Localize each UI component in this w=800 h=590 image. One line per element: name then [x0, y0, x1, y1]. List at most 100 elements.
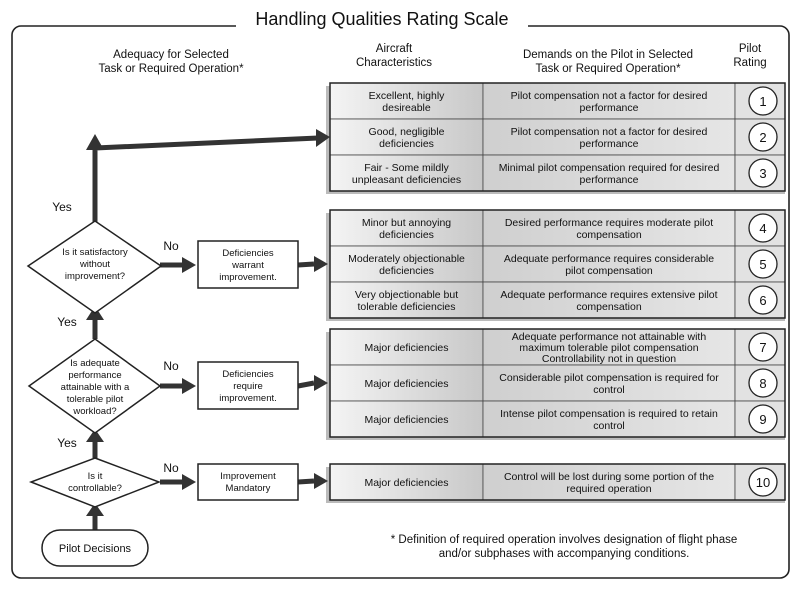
decision-adequate-line5: workload? [72, 406, 116, 417]
result-warrant-line3: improvement. [219, 272, 277, 283]
arrowhead-to-result2 [182, 378, 196, 394]
result-box-warrant-frame [197, 240, 299, 289]
footnote: * Definition of required operation invol… [391, 534, 738, 560]
decision-adequate-line4: tolerable pilot [67, 394, 124, 405]
demands-text: Minimal pilot compensation required for … [499, 162, 720, 174]
demands-text: Controllability not in question [542, 353, 676, 365]
result-box-require-frame [197, 361, 299, 410]
result-warrant-line1: Deficiencies [222, 248, 273, 259]
result-mandatory-line2: Mandatory [226, 483, 271, 494]
decision-satisfactory-line3: improvement? [65, 271, 125, 282]
yes-label-controllable: Yes [57, 436, 77, 450]
decision-adequate-line1: Is adequate [70, 358, 120, 369]
arrowhead-to-result3 [182, 474, 196, 490]
decision-controllable-line2: controllable? [68, 483, 122, 494]
yes-label-satisfactory: Yes [52, 200, 72, 214]
demands-text: Adequate performance requires considerab… [504, 253, 714, 265]
flow-arrowheads [86, 129, 330, 516]
characteristics-text: Good, negligible [369, 126, 445, 138]
connector-result1-to-group2 [297, 261, 315, 268]
characteristics-text: Very objectionable but [355, 289, 458, 301]
diagram-title: Handling Qualities Rating Scale [255, 9, 508, 29]
rating-circle [748, 122, 778, 152]
rating-circle [748, 158, 778, 188]
result-require-line3: improvement. [219, 393, 277, 404]
rating-number: 2 [759, 130, 766, 145]
characteristics-text: Moderately objectionable [348, 253, 465, 265]
characteristics-text: Major deficiencies [364, 378, 448, 390]
characteristics-text: unpleasant deficiencies [352, 174, 461, 186]
characteristics-text: Major deficiencies [364, 477, 448, 489]
arrowhead-to-group1 [316, 129, 330, 147]
result-box-mandatory-frame [197, 463, 299, 501]
characteristics-text: deficiencies [379, 265, 434, 277]
demands-text: performance [580, 174, 639, 186]
header-demands-line1: Demands on the Pilot in Selected [523, 49, 693, 61]
connector-result3-to-group4 [297, 478, 315, 485]
rating-circle [748, 213, 778, 243]
demands-text: control [593, 384, 625, 396]
header-aircraft-line1: Aircraft [376, 43, 413, 55]
header-adequacy: Adequacy for Selected Task or Required O… [98, 49, 244, 75]
demands-text: Desired performance requires moderate pi… [505, 217, 713, 229]
demands-text: Intense pilot compensation is required t… [500, 408, 718, 420]
result-box-require: Deficiencies require improvement. [197, 361, 299, 410]
pilot-decisions-start: Pilot Decisions [41, 529, 149, 567]
rating-circle [748, 86, 778, 116]
demands-cell [482, 154, 736, 192]
header-aircraft: Aircraft Characteristics [356, 43, 432, 69]
decision-controllable: Is it controllable? [28, 457, 162, 508]
pilot-decisions-pill [41, 529, 149, 567]
demands-text: compensation [576, 229, 642, 241]
no-label-controllable: No [163, 461, 179, 475]
demands-cell [482, 245, 736, 283]
rating-number: 4 [759, 221, 766, 236]
no-label-satisfactory: No [163, 239, 179, 253]
header-rating-line1: Pilot [739, 43, 762, 55]
rating-group-border [329, 209, 786, 319]
pilot-decisions-label: Pilot Decisions [59, 543, 132, 555]
decision-controllable-line1: Is it [88, 471, 103, 482]
rating-group-border [329, 463, 786, 501]
footnote-line2: and/or subphases with accompanying condi… [439, 548, 690, 560]
header-demands-line2: Task or Required Operation* [535, 63, 681, 75]
demands-text: required operation [566, 483, 651, 495]
arrowhead-to-adequate [86, 429, 104, 442]
rating-circle [748, 249, 778, 279]
rating-number: 8 [759, 376, 766, 391]
result-mandatory-line1: Improvement [220, 471, 276, 482]
demands-cell [482, 209, 736, 247]
characteristics-text: tolerable deficiencies [357, 301, 455, 313]
arrowhead-to-group3 [314, 375, 328, 391]
result-require-line1: Deficiencies [222, 369, 273, 380]
demands-text: Adequate performance requires extensive … [500, 289, 717, 301]
footnote-line1: * Definition of required operation invol… [391, 534, 738, 546]
rating-group-4: Major deficiencies Control will be lost d… [326, 463, 786, 503]
yes-label-adequate: Yes [57, 315, 77, 329]
result-warrant-line2: warrant [231, 260, 264, 271]
demands-text: Pilot compensation not a factor for desi… [511, 126, 708, 138]
rating-number: 3 [759, 166, 766, 181]
rating-number: 1 [759, 94, 766, 109]
arrowhead-to-controllable [86, 503, 104, 516]
demands-text: pilot compensation [565, 265, 653, 277]
characteristics-text: Excellent, highly [369, 90, 446, 102]
decision-satisfactory: Is it satisfactory without improvement? [26, 220, 163, 314]
rating-circle [748, 404, 778, 434]
demands-text: control [593, 420, 625, 432]
arrowhead-to-group2 [314, 256, 328, 272]
decision-adequate-line2: performance [68, 370, 121, 381]
decision-adequate: Is adequate performance attainable with … [27, 338, 162, 434]
arrowhead-up-to-corner [86, 134, 104, 150]
demands-text: Control will be lost during some portion… [504, 471, 714, 483]
decision-satisfactory-diamond [26, 220, 163, 314]
demands-text: performance [580, 138, 639, 150]
